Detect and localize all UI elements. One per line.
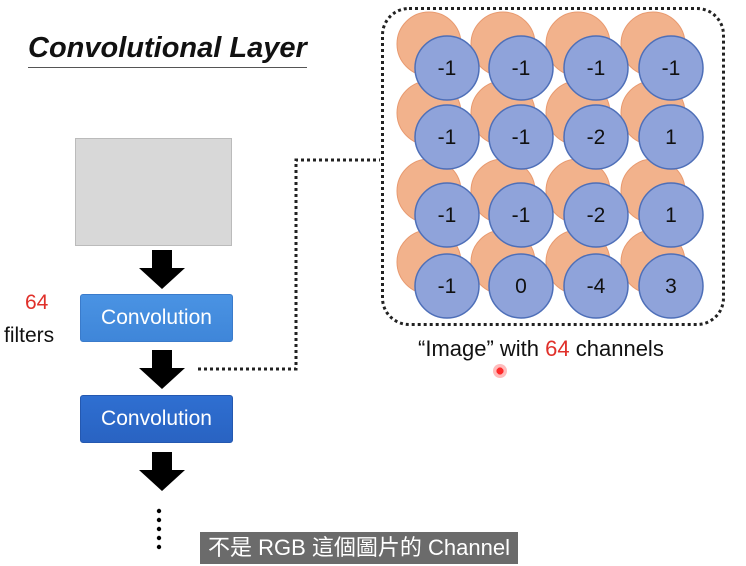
feature-circle — [563, 104, 629, 170]
feature-value: -1 — [512, 126, 531, 149]
feature-value: -1 — [438, 204, 457, 227]
down-arrow-1 — [139, 250, 185, 289]
feature-circle — [414, 253, 480, 319]
laser-pointer-dot — [493, 364, 507, 378]
feature-circle — [488, 253, 554, 319]
feature-circle — [563, 35, 629, 101]
feature-value: -1 — [662, 57, 681, 80]
caption-suffix: channels — [569, 336, 664, 361]
feature-value: 0 — [515, 275, 527, 298]
feature-value: -1 — [438, 275, 457, 298]
feature-value: -1 — [512, 57, 531, 80]
feature-value: -2 — [587, 204, 606, 227]
feature-circle — [563, 182, 629, 248]
feature-value: -1 — [438, 57, 457, 80]
feature-circle — [414, 182, 480, 248]
convolution-box-1: Convolution — [80, 294, 233, 342]
video-subtitle: 不是 RGB 這個圖片的 Channel — [200, 532, 518, 564]
down-arrow-3 — [139, 452, 185, 491]
caption-channel-count: 64 — [545, 336, 570, 361]
feature-value: 3 — [665, 275, 677, 298]
feature-circle — [488, 35, 554, 101]
feature-circle — [563, 253, 629, 319]
feature-value: -4 — [587, 275, 606, 298]
feature-value: 1 — [665, 126, 677, 149]
feature-circle — [638, 104, 704, 170]
caption-prefix: “Image” with — [418, 336, 546, 361]
slide-title: Convolutional Layer — [28, 32, 307, 68]
filters-count: 64 — [25, 291, 49, 314]
convolution-box-2: Convolution — [80, 395, 233, 443]
feature-circle — [488, 182, 554, 248]
feature-value: 1 — [665, 204, 677, 227]
feature-value: -1 — [438, 126, 457, 149]
feature-circle — [638, 253, 704, 319]
feature-circle — [488, 104, 554, 170]
feature-map-grid: -1 -1 -1 -1 -1 -1 -2 1 -1 -1 -2 1 -1 0 -4 3 — [396, 11, 704, 319]
down-arrow-2 — [139, 350, 185, 389]
feature-value: -1 — [512, 204, 531, 227]
feature-map-frame — [381, 7, 725, 326]
feature-map-caption: “Image” with 64 channels — [418, 336, 664, 362]
feature-circle — [638, 182, 704, 248]
feature-circle — [414, 35, 480, 101]
feature-circle — [414, 104, 480, 170]
feature-value: -1 — [587, 57, 606, 80]
input-image-placeholder — [75, 138, 232, 246]
feature-circle — [638, 35, 704, 101]
continuation-dots — [156, 508, 162, 550]
feature-value: -2 — [587, 126, 606, 149]
filters-label: filters — [4, 324, 55, 347]
